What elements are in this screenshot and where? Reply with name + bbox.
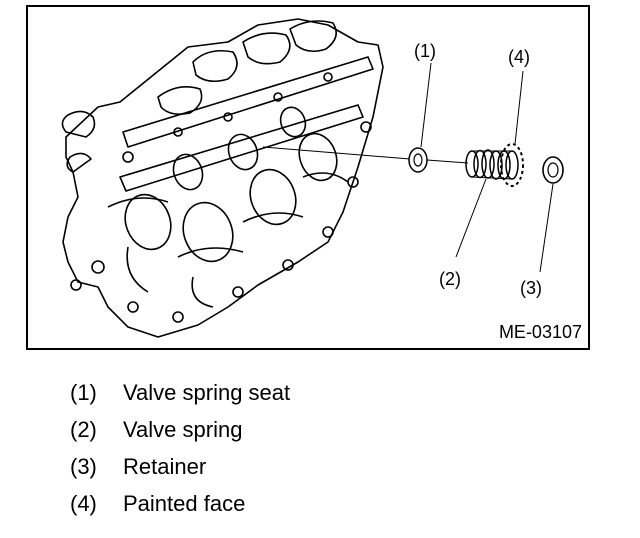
callout-1-leader (420, 62, 432, 148)
callout-2-leader (455, 178, 487, 258)
chamber-3 (249, 168, 297, 226)
valve-spring-shape (465, 149, 519, 180)
cylinder-head-outline (62, 18, 384, 338)
intake-port-2 (242, 32, 291, 65)
legend-list: (1) Valve spring seat (2) Valve spring (… (70, 378, 590, 526)
chamber-4 (298, 132, 338, 182)
callout-4: (4) (508, 47, 530, 67)
retainer-shape (542, 156, 564, 184)
legend-number: (4) (70, 491, 97, 516)
chamber-2 (182, 201, 234, 263)
legend-item: (4) Painted face (70, 489, 590, 526)
legend-item: (2) Valve spring (70, 415, 590, 452)
legend-text: Painted face (123, 491, 246, 516)
legend-number: (1) (70, 380, 97, 405)
chamber-1 (124, 193, 172, 251)
legend-number: (2) (70, 417, 97, 442)
legend-number: (3) (70, 454, 97, 479)
figure-id: ME-03107 (498, 322, 582, 342)
cylinder-head-illustration (61, 18, 564, 338)
callout-4-leader (514, 70, 524, 145)
figure-frame: (1) (4) (2) (3) ME-03107 (26, 5, 590, 350)
intake-port-3 (289, 20, 338, 53)
legend-text: Retainer (123, 454, 207, 479)
legend-item: (3) Retainer (70, 452, 590, 489)
legend-text: Valve spring seat (123, 380, 291, 405)
callout-1: (1) (414, 41, 436, 61)
callout-3-leader (539, 183, 554, 273)
intake-port-1 (192, 49, 238, 83)
callout-3: (3) (520, 278, 542, 298)
valve-spring-seat-shape (408, 147, 428, 173)
painted-face-marker (500, 143, 524, 187)
legend-text: Valve spring (123, 417, 243, 442)
assembly-leader-line (262, 146, 411, 160)
callout-2: (2) (439, 269, 461, 289)
legend-item: (1) Valve spring seat (70, 378, 590, 415)
